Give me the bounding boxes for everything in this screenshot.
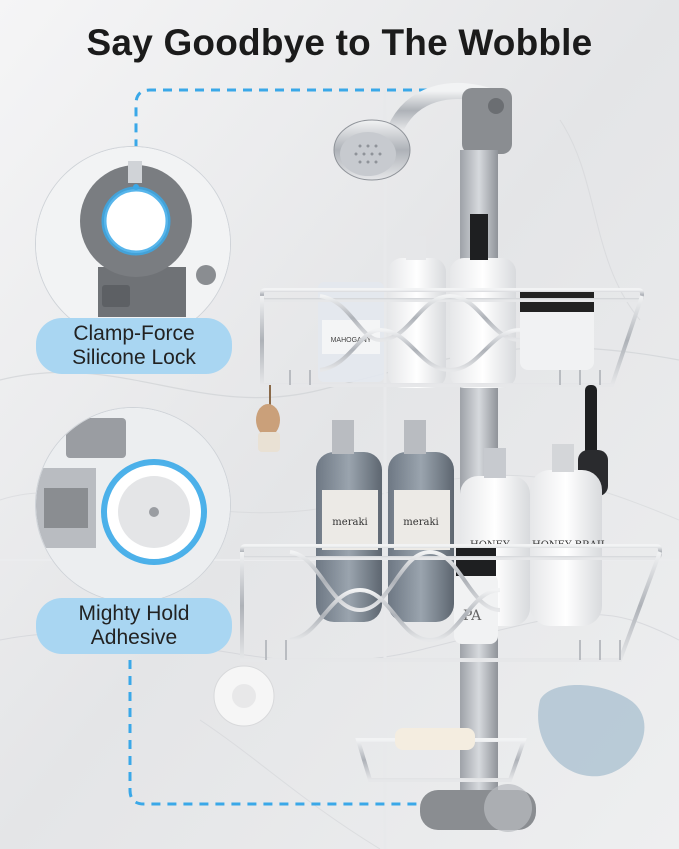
middle-shelf	[240, 544, 662, 662]
callout-2-line1: Mighty Hold	[78, 602, 190, 625]
callout-1-line2: Silicone Lock	[72, 346, 196, 369]
clamp-top	[462, 88, 512, 154]
adhesive-detail-circle	[36, 408, 230, 602]
silicone-clamp-icon	[36, 147, 230, 341]
bottle-label-1: meraki	[332, 517, 367, 528]
top-jar-label: MAHOGANY	[331, 337, 372, 344]
headline: Say Goodbye to The Wobble	[86, 22, 593, 63]
bottle-label-2: meraki	[403, 517, 438, 528]
adhesive-mount-icon	[36, 408, 230, 602]
callout-clamp-force: Clamp-Force Silicone Lock	[36, 318, 232, 374]
blue-loofah	[538, 685, 645, 777]
clamp-detail-circle	[36, 147, 230, 341]
callout-1-line1: Clamp-Force	[73, 322, 195, 345]
callout-2-line2: Adhesive	[90, 626, 178, 649]
callout-mighty-hold: Mighty Hold Adhesive	[36, 598, 232, 654]
